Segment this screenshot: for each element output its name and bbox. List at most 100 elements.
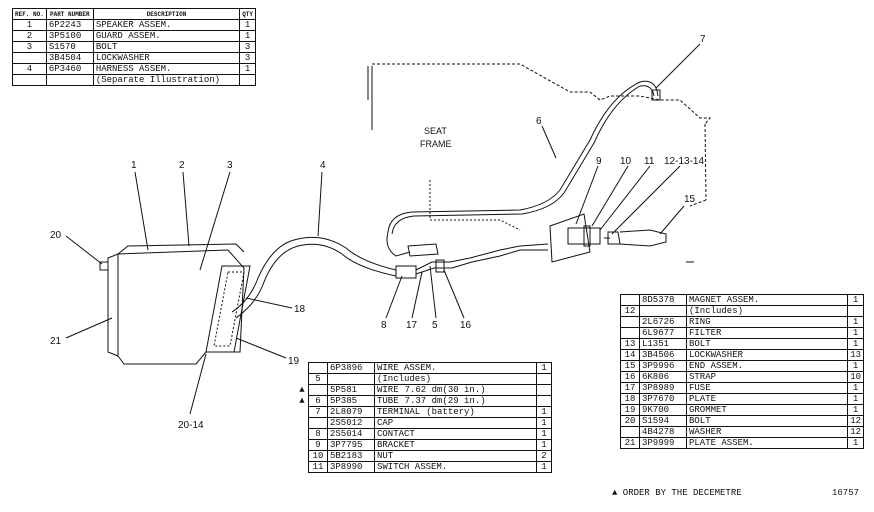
cell-ref: 13 [620, 338, 640, 350]
description-text: PLATE [689, 393, 717, 404]
description-text: WIRE [377, 384, 399, 395]
cell-ref [620, 294, 640, 306]
cell-qty: 1 [536, 461, 552, 473]
cell-part: 2L8079 [327, 406, 375, 418]
cell-qty: 1 [847, 338, 864, 350]
cell-qty: 1 [536, 362, 552, 374]
cell-qty: 13 [847, 349, 864, 361]
cell-desc: TERMINAL (battery) [374, 406, 537, 418]
cell-part: 2S5012 [327, 417, 375, 429]
cell-part: S1594 [639, 415, 687, 427]
guard-screen-inner [213, 271, 245, 347]
callout-11: 11 [644, 156, 655, 167]
cell-desc: MAGNET ASSEM. [685, 294, 849, 306]
seat-frame-outline-top [372, 63, 712, 125]
cell-ref: 9 [308, 439, 328, 451]
callout-4: 4 [320, 160, 326, 171]
cell-part: 3P9996 [639, 360, 687, 372]
cell-qty: 1 [847, 360, 864, 372]
cell-ref: 1 [12, 19, 47, 31]
cell-part: 6P3896 [327, 362, 375, 374]
cell-mark [296, 363, 309, 374]
cell-part: 6P3460 [45, 63, 94, 75]
leader-10 [591, 165, 629, 227]
table-row: 12(Includes) [620, 305, 864, 317]
description-text: CONTACT [377, 428, 415, 439]
cell-mark [296, 451, 309, 462]
description-note: (battery) [426, 406, 475, 417]
description-text: BOLT [689, 338, 711, 349]
callout-12-13-14: 12-13-14 [664, 156, 704, 167]
seat-frame-inner [429, 180, 521, 231]
callout-18: 18 [294, 304, 306, 315]
description-text: PLATE ASSEM. [689, 437, 754, 448]
cell-part: 3B4504 [45, 52, 94, 64]
leader-9 [575, 165, 599, 225]
seat-frame-outline [367, 66, 373, 130]
cell-qty: 1 [536, 439, 552, 451]
cell-qty: 3 [239, 52, 256, 64]
description-text: LOCKWASHER [689, 349, 744, 360]
cell-part [327, 373, 375, 385]
leader-15 [659, 205, 685, 235]
cell-part: 5B2183 [327, 450, 375, 462]
cell-desc: GUARD ASSEM. [92, 30, 241, 42]
seat-frame-outline-right [689, 123, 707, 207]
cell-qty: 1 [847, 393, 864, 405]
leader-17 [411, 271, 423, 319]
harness-tube-2 [235, 243, 397, 319]
description-text: NUT [377, 450, 394, 461]
cell-ref: 5 [308, 373, 328, 385]
cell-desc: STRAP [685, 371, 849, 383]
description-text: BOLT [689, 415, 711, 426]
cell-desc: FILTER [685, 327, 849, 339]
cell-desc: CAP [374, 417, 537, 429]
switch-nut [583, 225, 591, 247]
callout-10: 10 [620, 156, 632, 167]
cell-desc: WIRE ASSEM. [374, 362, 537, 374]
cell-qty: 1 [847, 316, 864, 328]
guard-screen [205, 265, 251, 353]
description-text: CAP [377, 417, 394, 428]
cell-part: 3P7795 [327, 439, 375, 451]
cell-ref: 6 [308, 395, 328, 407]
speaker-top [117, 243, 245, 255]
cell-part: S1570 [45, 41, 94, 53]
cell-desc: (Includes) [685, 305, 849, 317]
callout-9: 9 [596, 156, 602, 167]
cell-mark [296, 374, 309, 385]
cell-desc: PLATE ASSEM. [685, 437, 849, 449]
cell-ref [620, 327, 640, 339]
cell-ref: 21 [620, 437, 640, 449]
leader-6 [541, 125, 557, 159]
description-text: TERMINAL [377, 406, 421, 417]
callout-20: 20 [50, 230, 62, 241]
cell-qty: 1 [536, 406, 552, 418]
cell-part: L1351 [639, 338, 687, 350]
cell-desc: NUT [374, 450, 537, 462]
callout-21: 21 [50, 336, 62, 347]
cell-desc: BOLT [92, 41, 241, 53]
wire-tube-upper [387, 80, 659, 233]
seat-frame-label-2: FRAME [420, 139, 452, 149]
description-note: 7.62 dm(30 in.) [404, 384, 486, 395]
cell-ref: 7 [308, 406, 328, 418]
cell-desc: (Includes) [374, 373, 537, 385]
order-note: ▲ ORDER BY THE DECEMETRE [612, 488, 742, 498]
cell-desc: SWITCH ASSEM. [374, 461, 537, 473]
cell-part: 8D5378 [639, 294, 687, 306]
cell-ref: 16 [620, 371, 640, 383]
cell-mark [296, 462, 309, 473]
harness-tube [231, 236, 397, 313]
